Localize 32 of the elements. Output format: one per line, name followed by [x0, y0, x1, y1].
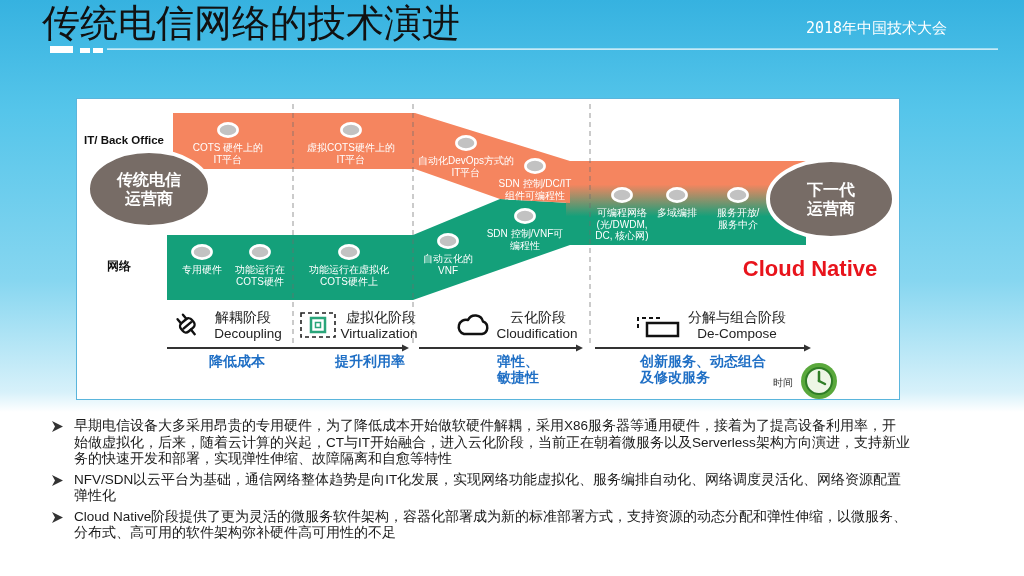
- bullet-text: 早期电信设备大多采用昂贵的专用硬件，为了降低成本开始做软硬件解耦，采用X86服务器等通用硬件，接着为了提高设备利用率，开始做虚拟化，后来，随着云计算的兴起，CT与IT开始融合，进入云化阶段，当前正在朝着微服务以及Serverless架构方向演进，支持新业务的快速开发和部署，实现弹性伸缩、故障隔离和自愈等特性: [74, 418, 910, 468]
- stage-subtitle: Decoupling: [214, 326, 282, 342]
- step-label: SDN 控制/DC/IT组件可编程性: [497, 178, 573, 201]
- stage-title: 虚拟化阶段: [346, 310, 416, 326]
- lane-title: IT/ Back Office: [84, 133, 164, 147]
- stage-title: 云化阶段: [510, 310, 566, 326]
- bullet-text: NFV/SDN以云平台为基础，通信网络整体趋势是向IT化发展，实现网络功能虚拟化、服务编排自动化、网络调度灵活化、网络资源配置弹性化: [74, 471, 903, 505]
- annotation-text: Cloud Native: [742, 256, 878, 282]
- step-label: 专用硬件: [182, 264, 222, 276]
- stage-title: 分解与组合阶段: [688, 310, 786, 326]
- step-label: 功能运行在COTS硬件: [234, 264, 286, 287]
- stage-title: 解耦阶段: [215, 310, 271, 326]
- step-label: SDN 控制/VNF可编程性: [485, 228, 565, 251]
- bullet-text: Cloud Native阶段提供了更为灵活的微服务软件架构，容器化部署成为新的标准部署方式，支持资源的动态分配和弹性伸缩，以微服务、分布式、高可用的软件架构弥补硬件高可用性的不足: [74, 508, 909, 542]
- step-label: 自动云化的VNF: [422, 253, 474, 276]
- benefit-text: 创新服务、动态组合及修改服务: [640, 354, 767, 386]
- benefit-text: 弹性、敏捷性: [497, 354, 540, 386]
- conference-name: 2018年中国技术大会: [805, 18, 947, 38]
- stage-subtitle: De-Compose: [697, 326, 777, 342]
- benefit-text: 提升利用率: [335, 354, 405, 370]
- step-label: 虚拟COTS硬件上的IT平台: [307, 142, 395, 165]
- step-label: 自动化DevOps方式的IT平台: [416, 155, 516, 178]
- slide-title: 传统电信网络的技术演进: [42, 1, 460, 46]
- step-label: 服务开放/服务中介: [715, 207, 761, 230]
- lane-title: 网络: [107, 259, 131, 273]
- step-label: 功能运行在虚拟化COTS硬件上: [308, 264, 390, 287]
- step-label: 多域编排: [657, 207, 697, 219]
- stage-subtitle: Virtualization: [340, 326, 418, 342]
- axis-label: 时间: [773, 377, 793, 389]
- benefit-text: 降低成本: [209, 354, 265, 370]
- stage-subtitle: Cloudification: [496, 326, 578, 342]
- step-label: 可编程网络(光/DWDM, DC, 核心网): [594, 207, 650, 242]
